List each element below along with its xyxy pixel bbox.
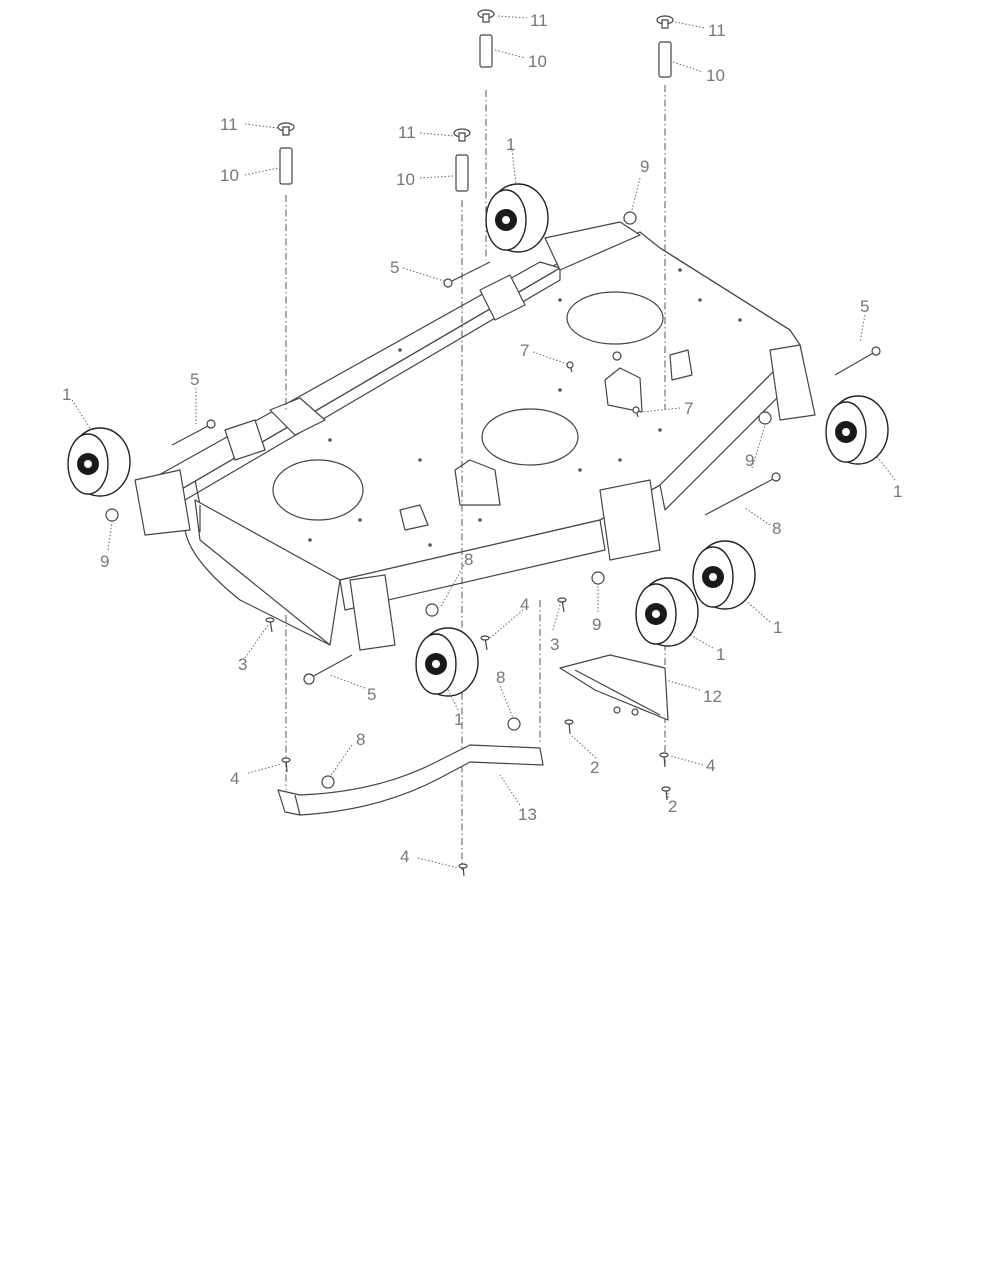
wheel-right-rear: [825, 395, 889, 465]
callout-13: 13: [518, 805, 537, 824]
callout-9: 9: [745, 451, 754, 470]
callout-8: 8: [464, 550, 473, 569]
wheel-front-left: [415, 627, 479, 697]
callout-10: 10: [220, 166, 239, 185]
callout-8: 8: [772, 519, 781, 538]
callout-3: 3: [550, 635, 559, 654]
callout-2: 2: [668, 797, 677, 816]
callout-1: 1: [893, 482, 902, 501]
deflector-plate-12: [559, 654, 669, 721]
callout-1: 1: [506, 135, 515, 154]
lock-nuts: [105, 211, 772, 789]
callout-5: 5: [190, 370, 199, 389]
callout-5: 5: [860, 297, 869, 316]
wheel-bolts: [171, 261, 881, 685]
front-bracket-13: [277, 744, 544, 816]
wheel-rear-center: [485, 183, 549, 253]
callout-10: 10: [396, 170, 415, 189]
callout-3: 3: [238, 655, 247, 674]
callout-5: 5: [390, 258, 399, 277]
callout-8: 8: [496, 668, 505, 687]
callout-7: 7: [520, 341, 529, 360]
callout-10: 10: [528, 52, 547, 71]
wheel-right-front-outer: [692, 540, 756, 610]
anti-scalp-wheels: [67, 183, 889, 697]
height-spacer-bushings: [279, 34, 672, 192]
callout-1: 1: [454, 710, 463, 729]
callout-4: 4: [706, 756, 715, 775]
callout-11: 11: [398, 123, 416, 142]
callout-5: 5: [367, 685, 376, 704]
callout-leaders: [71, 15, 896, 869]
callout-4: 4: [520, 595, 529, 614]
callout-9: 9: [592, 615, 601, 634]
callout-labels: 11 10 11 10 11 10 11 10 1 9 5 5 7 7 1 5 …: [62, 11, 902, 866]
callout-11: 11: [530, 11, 548, 30]
callout-11: 11: [220, 115, 238, 134]
mower-deck-shell: [134, 221, 816, 651]
callout-1: 1: [62, 385, 71, 404]
wheel-right-front-inner: [635, 577, 699, 647]
callout-4: 4: [230, 769, 239, 788]
callout-9: 9: [100, 552, 109, 571]
callout-4: 4: [400, 847, 409, 866]
callout-2: 2: [590, 758, 599, 777]
wheel-rear-left: [67, 427, 131, 497]
callout-11: 11: [708, 21, 726, 40]
bushing-caps: [277, 9, 674, 142]
callout-8: 8: [356, 730, 365, 749]
callout-12: 12: [703, 687, 722, 706]
callout-1: 1: [773, 618, 782, 637]
callout-7: 7: [684, 399, 693, 418]
callout-9: 9: [640, 157, 649, 176]
callout-10: 10: [706, 66, 725, 85]
callout-1: 1: [716, 645, 725, 664]
